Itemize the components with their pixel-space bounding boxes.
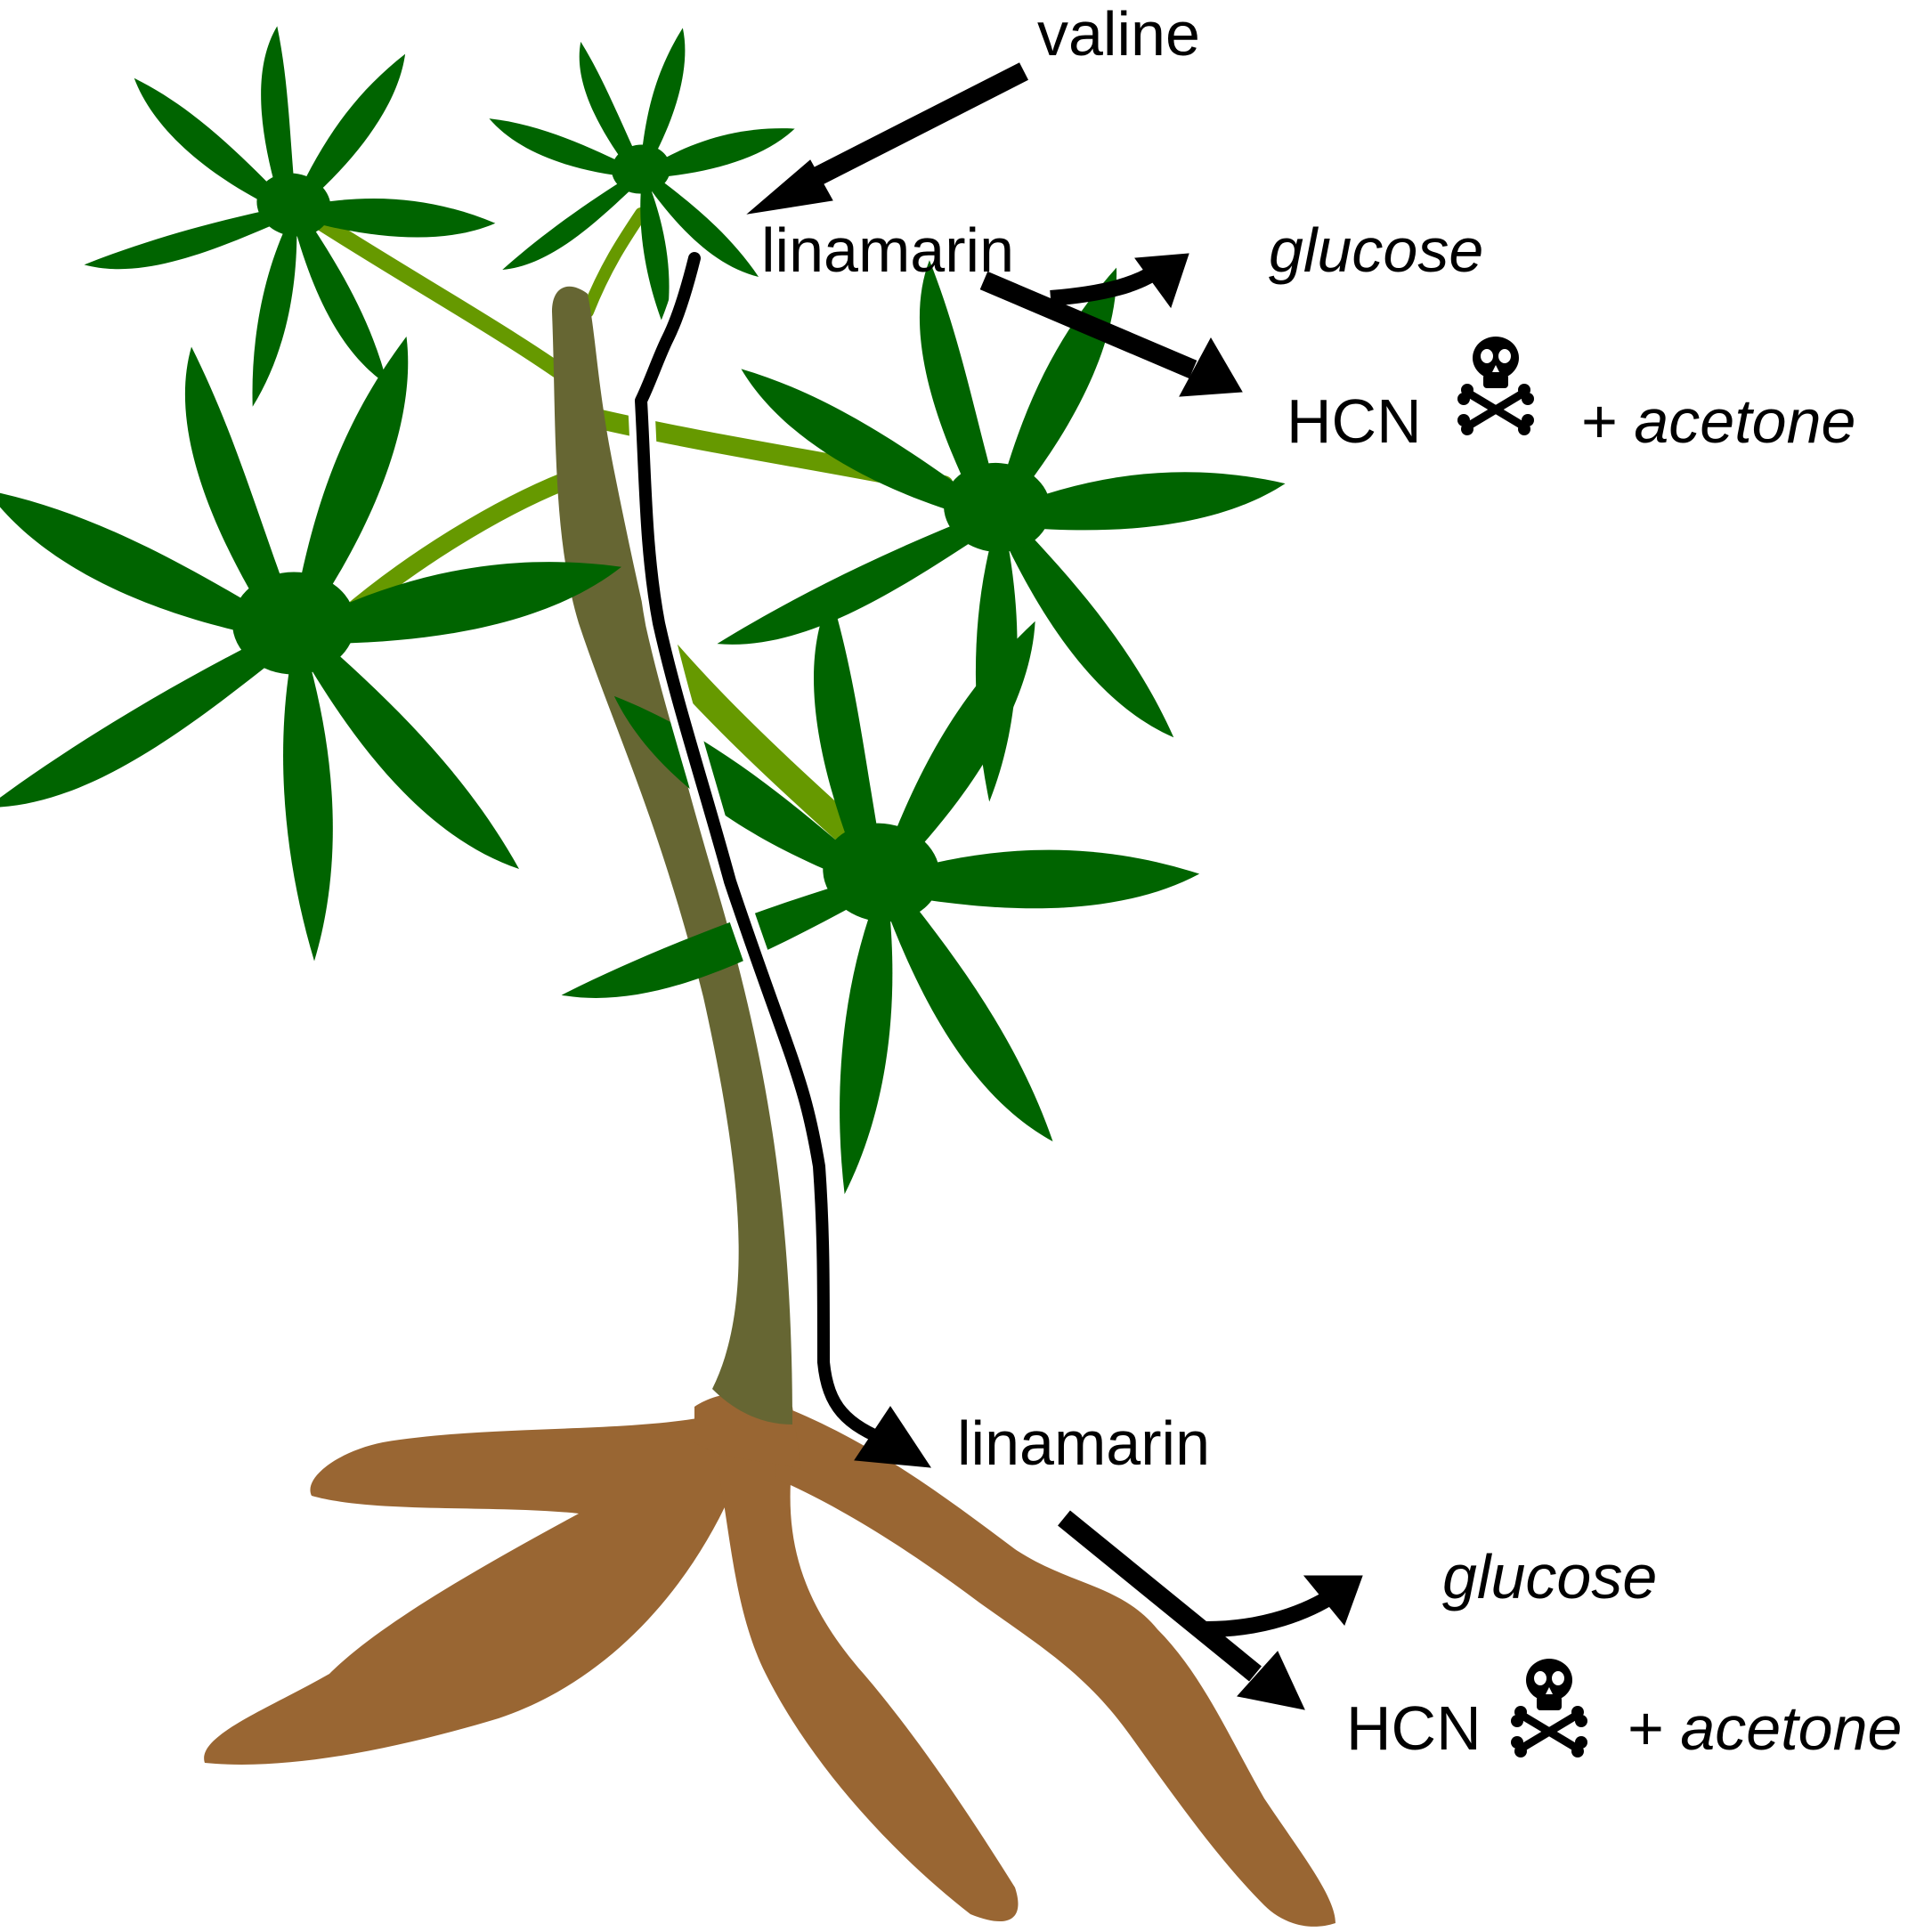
root-middle bbox=[712, 1442, 1019, 1922]
arrow-linamarin-to-hcn-top bbox=[979, 271, 1243, 397]
skull-and-crossbones-icon bbox=[1511, 1659, 1587, 1757]
arrow-linamarin-to-hcn-bottom bbox=[1058, 1510, 1305, 1710]
leaf-right-upper bbox=[705, 235, 1303, 825]
label-acetone-bottom: + acetone bbox=[1627, 1693, 1902, 1763]
leaf-top-left bbox=[60, 0, 532, 456]
linamarin-transport-path bbox=[628, 245, 904, 1456]
arrow-branch-to-glucose-bottom bbox=[1206, 1575, 1363, 1637]
root-right bbox=[775, 1407, 1335, 1927]
label-valine: valine bbox=[1037, 0, 1200, 69]
arrowhead-transport bbox=[854, 1406, 931, 1468]
label-hcn-bottom: HCN bbox=[1346, 1693, 1482, 1763]
arrow-branch-to-glucose-top bbox=[1050, 253, 1189, 309]
arrow-valine-to-linamarin bbox=[746, 62, 1028, 215]
label-glucose-bottom: glucose bbox=[1442, 1542, 1657, 1611]
label-linamarin-top: linamarin bbox=[761, 215, 1014, 285]
label-linamarin-bottom: linamarin bbox=[957, 1408, 1210, 1478]
leaf-top-center bbox=[483, 19, 812, 344]
leaf-left bbox=[0, 337, 622, 962]
label-glucose-top: glucose bbox=[1269, 215, 1483, 285]
skull-and-crossbones-icon bbox=[1457, 337, 1534, 435]
label-acetone-top: + acetone bbox=[1580, 386, 1855, 456]
root-left bbox=[204, 1416, 730, 1765]
roots bbox=[204, 1393, 1335, 1927]
reaction-arrows bbox=[746, 62, 1363, 1710]
label-hcn-top: HCN bbox=[1287, 386, 1422, 456]
